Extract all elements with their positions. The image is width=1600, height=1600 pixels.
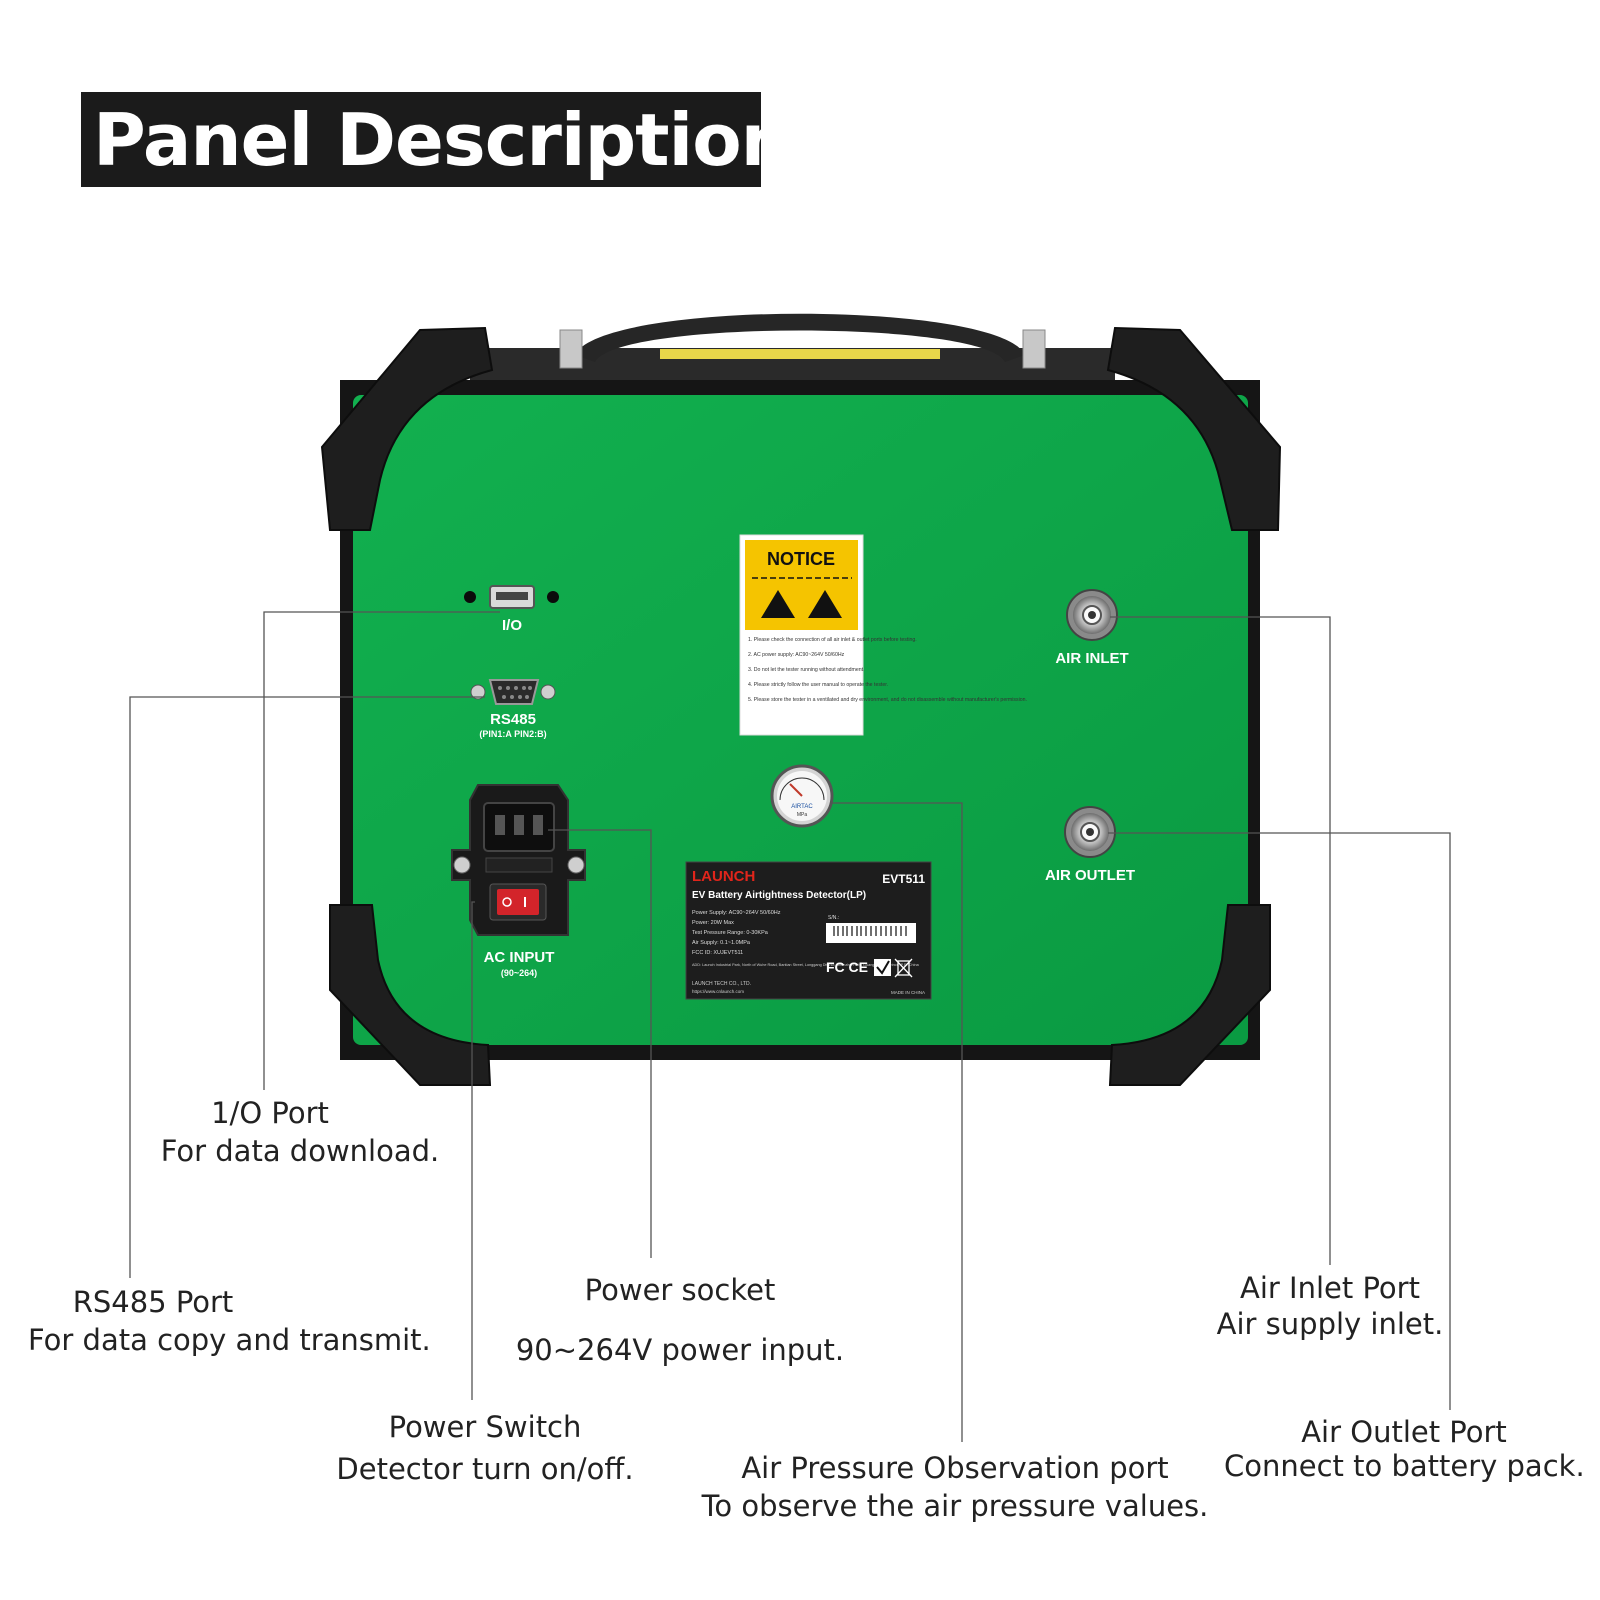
leader-line-io <box>263 611 500 1090</box>
made-in-label: MADE IN CHINA <box>891 990 925 995</box>
callout-air-pressure: Air Pressure Observation port To observe… <box>700 1449 1210 1525</box>
notice-item: 4. Please strictly follow the user manua… <box>748 682 888 688</box>
leader-line-power-switch <box>471 901 475 1400</box>
db9-port-icon <box>470 679 556 705</box>
callout-description: Detector turn on/off. <box>336 1452 634 1486</box>
carry-handle <box>470 313 1115 390</box>
callout-title: 1/O Port <box>211 1096 329 1130</box>
callout-power-socket: Power socket 90~264V power input. <box>510 1260 850 1380</box>
warning-icon <box>808 590 842 618</box>
nameplate-brand: LAUNCH <box>692 868 755 885</box>
rs485-panel-label: RS485 <box>490 711 536 728</box>
leader-line-air-outlet <box>1108 832 1451 1410</box>
callout-title: Air Outlet Port <box>1301 1415 1507 1449</box>
bumper-bottom-left <box>329 904 492 1086</box>
leader-line-air-pressure <box>830 802 963 1442</box>
warning-icon <box>761 590 795 618</box>
air-outlet-port-icon <box>1064 806 1116 858</box>
callout-air-outlet: Air Outlet Port Connect to battery pack. <box>1224 1415 1585 1483</box>
svg-text:1. Please check the connection: 1. Please check the connection of all ai… <box>748 637 1027 703</box>
callout-description: Connect to battery pack. <box>1224 1449 1585 1483</box>
ac-input-module <box>451 784 586 936</box>
callout-rs485-port: RS485 Port For data copy and transmit. <box>28 1283 431 1359</box>
nameplate-spec: Air Supply: 0.1~1.0MPa <box>692 940 751 946</box>
leader-line-rs485 <box>129 696 485 1278</box>
notice-item: 1. Please check the connection of all ai… <box>748 637 917 643</box>
nameplate-sn-label: S/N.: <box>828 915 839 921</box>
gauge-brand: AIRTAC <box>791 804 813 810</box>
nameplate-model: EVT511 <box>882 872 925 886</box>
notice-item: 2. AC power supply: AC90~264V 50/60Hz <box>748 652 845 658</box>
usb-port-icon <box>464 585 559 609</box>
callout-title: Air Pressure Observation port <box>741 1451 1169 1485</box>
callout-air-inlet: Air Inlet Port Air supply inlet. <box>1200 1270 1460 1342</box>
callout-title: RS485 Port <box>72 1285 234 1319</box>
svg-text:Power Supply: AC90~264V 50/60H: Power Supply: AC90~264V 50/60Hz Power: 2… <box>692 910 782 956</box>
callout-title: Air Inlet Port <box>1240 1271 1420 1305</box>
nameplate-address: ADD: Launch Industrial Park, North of Wu… <box>692 963 920 967</box>
pressure-gauge-icon: AIRTAC MPa <box>770 764 834 828</box>
bumper-top-left <box>320 326 494 531</box>
notice-sticker: NOTICE 1. Please check the connection of… <box>739 534 1027 736</box>
nameplate-spec: Power: 20W Max <box>692 920 734 926</box>
callout-power-switch: Power Switch Detector turn on/off. <box>330 1406 640 1490</box>
callout-description: For data download. <box>160 1134 440 1168</box>
callout-title: Power Switch <box>388 1410 582 1444</box>
leader-line-air-inlet <box>1110 616 1331 1265</box>
nameplate: LAUNCH EVT511 EV Battery Airtightness De… <box>685 861 932 1000</box>
bumper-top-right <box>1106 326 1282 531</box>
notice-item: 3. Do not let the tester running without… <box>748 667 865 673</box>
nameplate-spec: Power Supply: AC90~264V 50/60Hz <box>692 910 781 916</box>
leader-line-power-socket <box>548 829 652 1258</box>
callout-description: To observe the air pressure values. <box>701 1489 1209 1523</box>
nameplate-spec: Test Pressure Range: 0-30KPa <box>692 930 769 936</box>
rs485-pins-label: (PIN1:A PIN2:B) <box>479 729 546 739</box>
weee-bin-icon <box>894 958 913 978</box>
page-title: Panel Description <box>93 97 792 182</box>
callout-description: Air supply inlet. <box>1216 1307 1444 1341</box>
power-switch-icon <box>489 883 547 921</box>
gauge-unit: MPa <box>797 812 808 818</box>
notice-item: 5. Please store the tester in a ventilat… <box>748 697 1027 703</box>
bumper-bottom-right <box>1108 904 1271 1086</box>
callout-description: For data copy and transmit. <box>28 1323 431 1357</box>
callout-title: Power socket <box>584 1273 776 1307</box>
nameplate-website: https://www.cnlaunch.com <box>692 989 744 994</box>
air-inlet-panel-label: AIR INLET <box>1055 650 1128 667</box>
certification-marks: FC CE <box>826 959 868 975</box>
io-panel-label: I/O <box>502 617 522 634</box>
ac-input-panel-label: AC INPUT <box>484 949 555 966</box>
nameplate-product: EV Battery Airtightness Detector(LP) <box>692 890 866 901</box>
notice-header: NOTICE <box>767 549 835 569</box>
title-banner: Panel Description <box>81 92 792 187</box>
air-outlet-panel-label: AIR OUTLET <box>1045 867 1135 884</box>
nameplate-spec: FCC ID: XUJEVT511 <box>692 950 743 956</box>
nameplate-company: LAUNCH TECH CO., LTD. <box>692 981 751 987</box>
callout-io-port: 1/O Port For data download. <box>160 1094 440 1170</box>
callout-description: 90~264V power input. <box>515 1333 845 1367</box>
air-inlet-port-icon <box>1066 589 1118 641</box>
ac-input-range-label: (90~264) <box>501 968 537 978</box>
